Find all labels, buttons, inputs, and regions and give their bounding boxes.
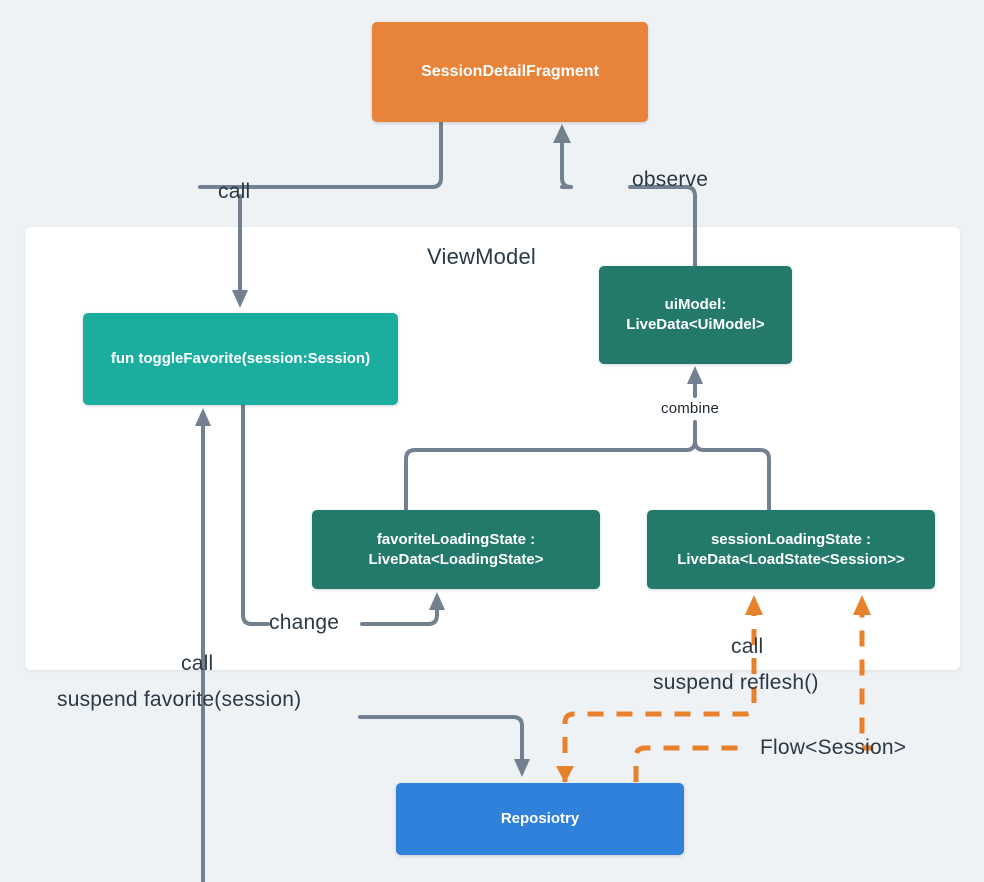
node-repository[interactable]: Reposiotry xyxy=(396,783,684,855)
edge-label-combine: combine xyxy=(661,400,720,417)
edge-label-call-toggle: call xyxy=(218,180,251,203)
edge-label-observe: observe xyxy=(632,168,709,191)
edge-label-call-suspend-reflesh: call xyxy=(731,635,764,658)
node-session-loading-state[interactable]: sessionLoadingState : LiveData<LoadState… xyxy=(647,510,935,589)
edge-label-flow-session: Flow<Session> xyxy=(760,736,907,759)
viewmodel-panel xyxy=(25,227,960,670)
node-session-detail-fragment[interactable]: SessionDetailFragment xyxy=(372,22,648,122)
edge-label-suspend-reflesh: suspend reflesh() xyxy=(653,671,819,694)
edge-label-change: change xyxy=(269,611,340,634)
node-toggle-favorite[interactable]: fun toggleFavorite(session:Session) xyxy=(83,313,398,405)
edge-suspend-favorite xyxy=(358,715,530,777)
node-ui-model[interactable]: uiModel: LiveData<UiModel> xyxy=(599,266,792,364)
edge-label-suspend-favorite: suspend favorite(session) xyxy=(57,688,302,711)
node-favorite-loading-state[interactable]: favoriteLoadingState : LiveData<LoadingS… xyxy=(312,510,600,589)
edge-label-call-suspend-favorite: call xyxy=(181,652,214,675)
viewmodel-panel-title: ViewModel xyxy=(427,244,537,269)
